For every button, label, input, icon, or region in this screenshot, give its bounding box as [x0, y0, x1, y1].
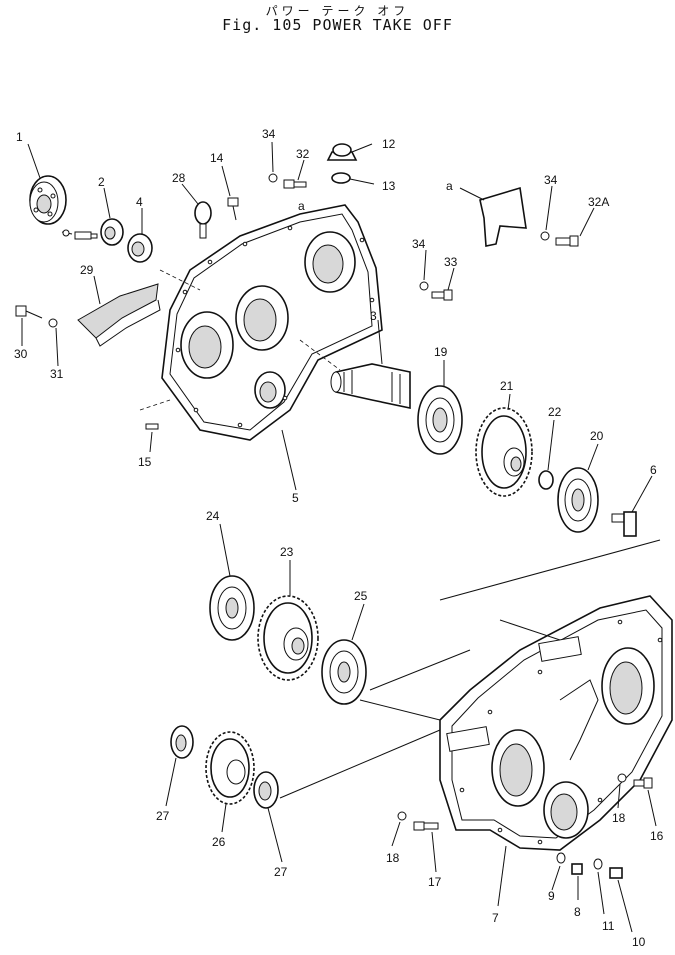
- part-20-bearing: [557, 467, 599, 533]
- part-27-oil-seal-left: [170, 725, 194, 759]
- part-29-cover-plate: [77, 283, 161, 347]
- label-part-24: 24: [206, 509, 220, 523]
- label-part-20: 20: [590, 429, 604, 443]
- part-9-gasket: [556, 852, 566, 864]
- part-6-fitting: [611, 511, 637, 537]
- part-12-breather: [326, 143, 358, 161]
- label-part-34-mid: 34: [412, 237, 426, 251]
- part-25-bearing: [321, 639, 367, 705]
- label-part-12: 12: [382, 137, 396, 151]
- label-part-3: 3: [370, 309, 377, 323]
- figure-title: パワー テーク オフ Fig. 105 POWER TAKE OFF: [0, 0, 675, 40]
- label-part-29: 29: [80, 263, 94, 277]
- label-part-11: 11: [602, 919, 615, 933]
- label-part-15: 15: [138, 455, 152, 469]
- part-28-eye-bolt: [194, 201, 212, 239]
- label-part-32: 32: [296, 147, 310, 161]
- label-part-2: 2: [98, 175, 105, 189]
- label-part-27-left: 27: [156, 809, 170, 823]
- part-21-gear: [475, 407, 533, 497]
- part-16-bolt: [633, 777, 653, 789]
- label-part-18-right: 18: [612, 811, 626, 825]
- label-part-6: 6: [650, 463, 657, 477]
- label-part-13: 13: [382, 179, 396, 193]
- label-part-21: 21: [500, 379, 514, 393]
- part-1-flange: [29, 175, 98, 240]
- label-part-23: 23: [280, 545, 294, 559]
- label-part-30: 30: [14, 347, 28, 361]
- part-3-shaft: [330, 363, 411, 409]
- label-part-27-right: 27: [274, 865, 288, 879]
- part-19-bearing: [417, 385, 463, 455]
- label-part-14: 14: [210, 151, 224, 165]
- part-34-washer-top: [268, 173, 278, 183]
- label-part-34-top: 34: [262, 127, 276, 141]
- part-11-gasket: [593, 858, 603, 870]
- label-part-25: 25: [354, 589, 368, 603]
- part-30-bolt: [15, 305, 43, 319]
- leader-lines: [21, 141, 661, 933]
- part-8-plug: [571, 863, 583, 875]
- label-part-33: 33: [444, 255, 458, 269]
- label-part-28: 28: [172, 171, 186, 185]
- label-part-7: 7: [492, 911, 499, 925]
- part-34-washer-mid: [419, 281, 429, 291]
- part-17-bolt: [413, 821, 439, 831]
- label-part-34-right: 34: [544, 173, 558, 187]
- part-18-washer-left: [397, 811, 407, 821]
- label-part-1: 1: [16, 130, 23, 144]
- part-13-gasket: [331, 172, 351, 184]
- view-ref-a-left: a: [298, 199, 305, 213]
- part-10-plug: [609, 867, 623, 879]
- part-31-washer: [48, 318, 58, 328]
- label-part-26: 26: [212, 835, 226, 849]
- part-14-bolt: [227, 197, 239, 221]
- part-27-oil-seal-right: [253, 771, 279, 809]
- part-7-gear-case: [439, 595, 673, 851]
- label-part-18-left: 18: [386, 851, 400, 865]
- label-part-8: 8: [574, 905, 581, 919]
- label-part-9: 9: [548, 889, 555, 903]
- label-part-32a: 32A: [588, 195, 609, 209]
- part-5-gear-case-cover: [161, 204, 383, 441]
- title-english: Fig. 105 POWER TAKE OFF: [222, 16, 453, 34]
- label-part-17: 17: [428, 875, 442, 889]
- label-part-4: 4: [136, 195, 143, 209]
- view-a-bracket: [459, 186, 579, 247]
- part-33-bolt: [431, 289, 453, 301]
- part-23-gear: [257, 595, 319, 681]
- label-part-31: 31: [50, 367, 64, 381]
- label-part-19: 19: [434, 345, 448, 359]
- part-24-bearing: [209, 575, 255, 641]
- part-18-washer-right: [617, 773, 627, 783]
- title-japanese: パワー テーク オフ: [265, 4, 410, 18]
- part-2-oil-seal: [100, 218, 124, 246]
- label-part-22: 22: [548, 405, 562, 419]
- part-32-bolt: [283, 179, 307, 189]
- part-26-gear: [205, 731, 255, 805]
- part-15-dowel-pin: [145, 423, 159, 430]
- part-4-oil-seal: [127, 233, 153, 263]
- label-part-10: 10: [632, 935, 646, 949]
- part-22-spacer: [538, 470, 554, 490]
- label-part-16: 16: [650, 829, 664, 843]
- view-ref-a-right: a: [446, 179, 453, 193]
- part-labels: 1 2 3 4 5 6 7 8 9 10 11 12 13 14 15 16 1…: [14, 127, 664, 949]
- label-part-5: 5: [292, 491, 299, 505]
